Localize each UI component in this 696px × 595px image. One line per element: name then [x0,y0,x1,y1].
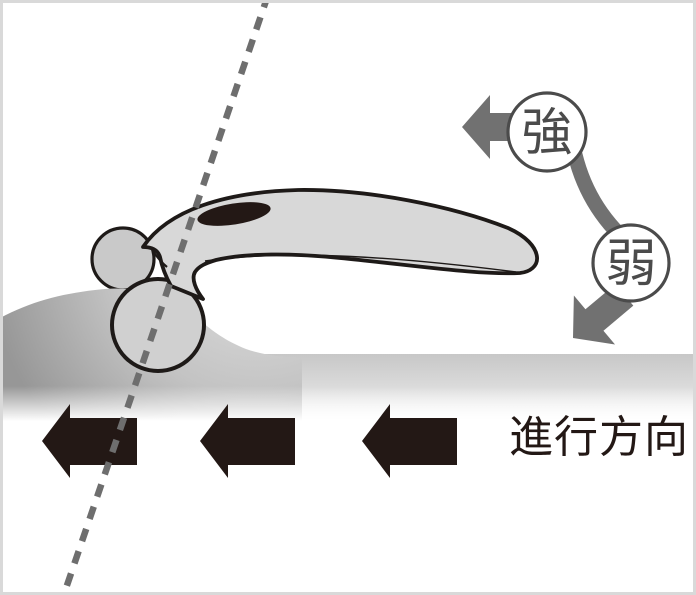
handle-fork-line [151,248,168,268]
weak-badge-circle [591,223,671,303]
solar-panel-oval [197,202,271,226]
travel-direction-label: 進行方向 [509,413,689,462]
travel-arrow-1-icon [42,404,137,478]
travel-arrow-3-icon [362,404,457,478]
strength-dial: 強 弱 [462,91,671,345]
travel-arrow-2-icon [200,404,295,478]
roller-axis-dashed-line-icon [60,0,270,595]
travel-arrows [42,404,457,478]
front-roller-ball [110,277,206,373]
strength-increase-arrow-icon [462,95,520,159]
handle-rim-line [204,254,517,273]
strong-badge-circle [506,91,588,173]
strong-label: 強 [521,104,572,161]
weak-label: 弱 [605,235,656,292]
